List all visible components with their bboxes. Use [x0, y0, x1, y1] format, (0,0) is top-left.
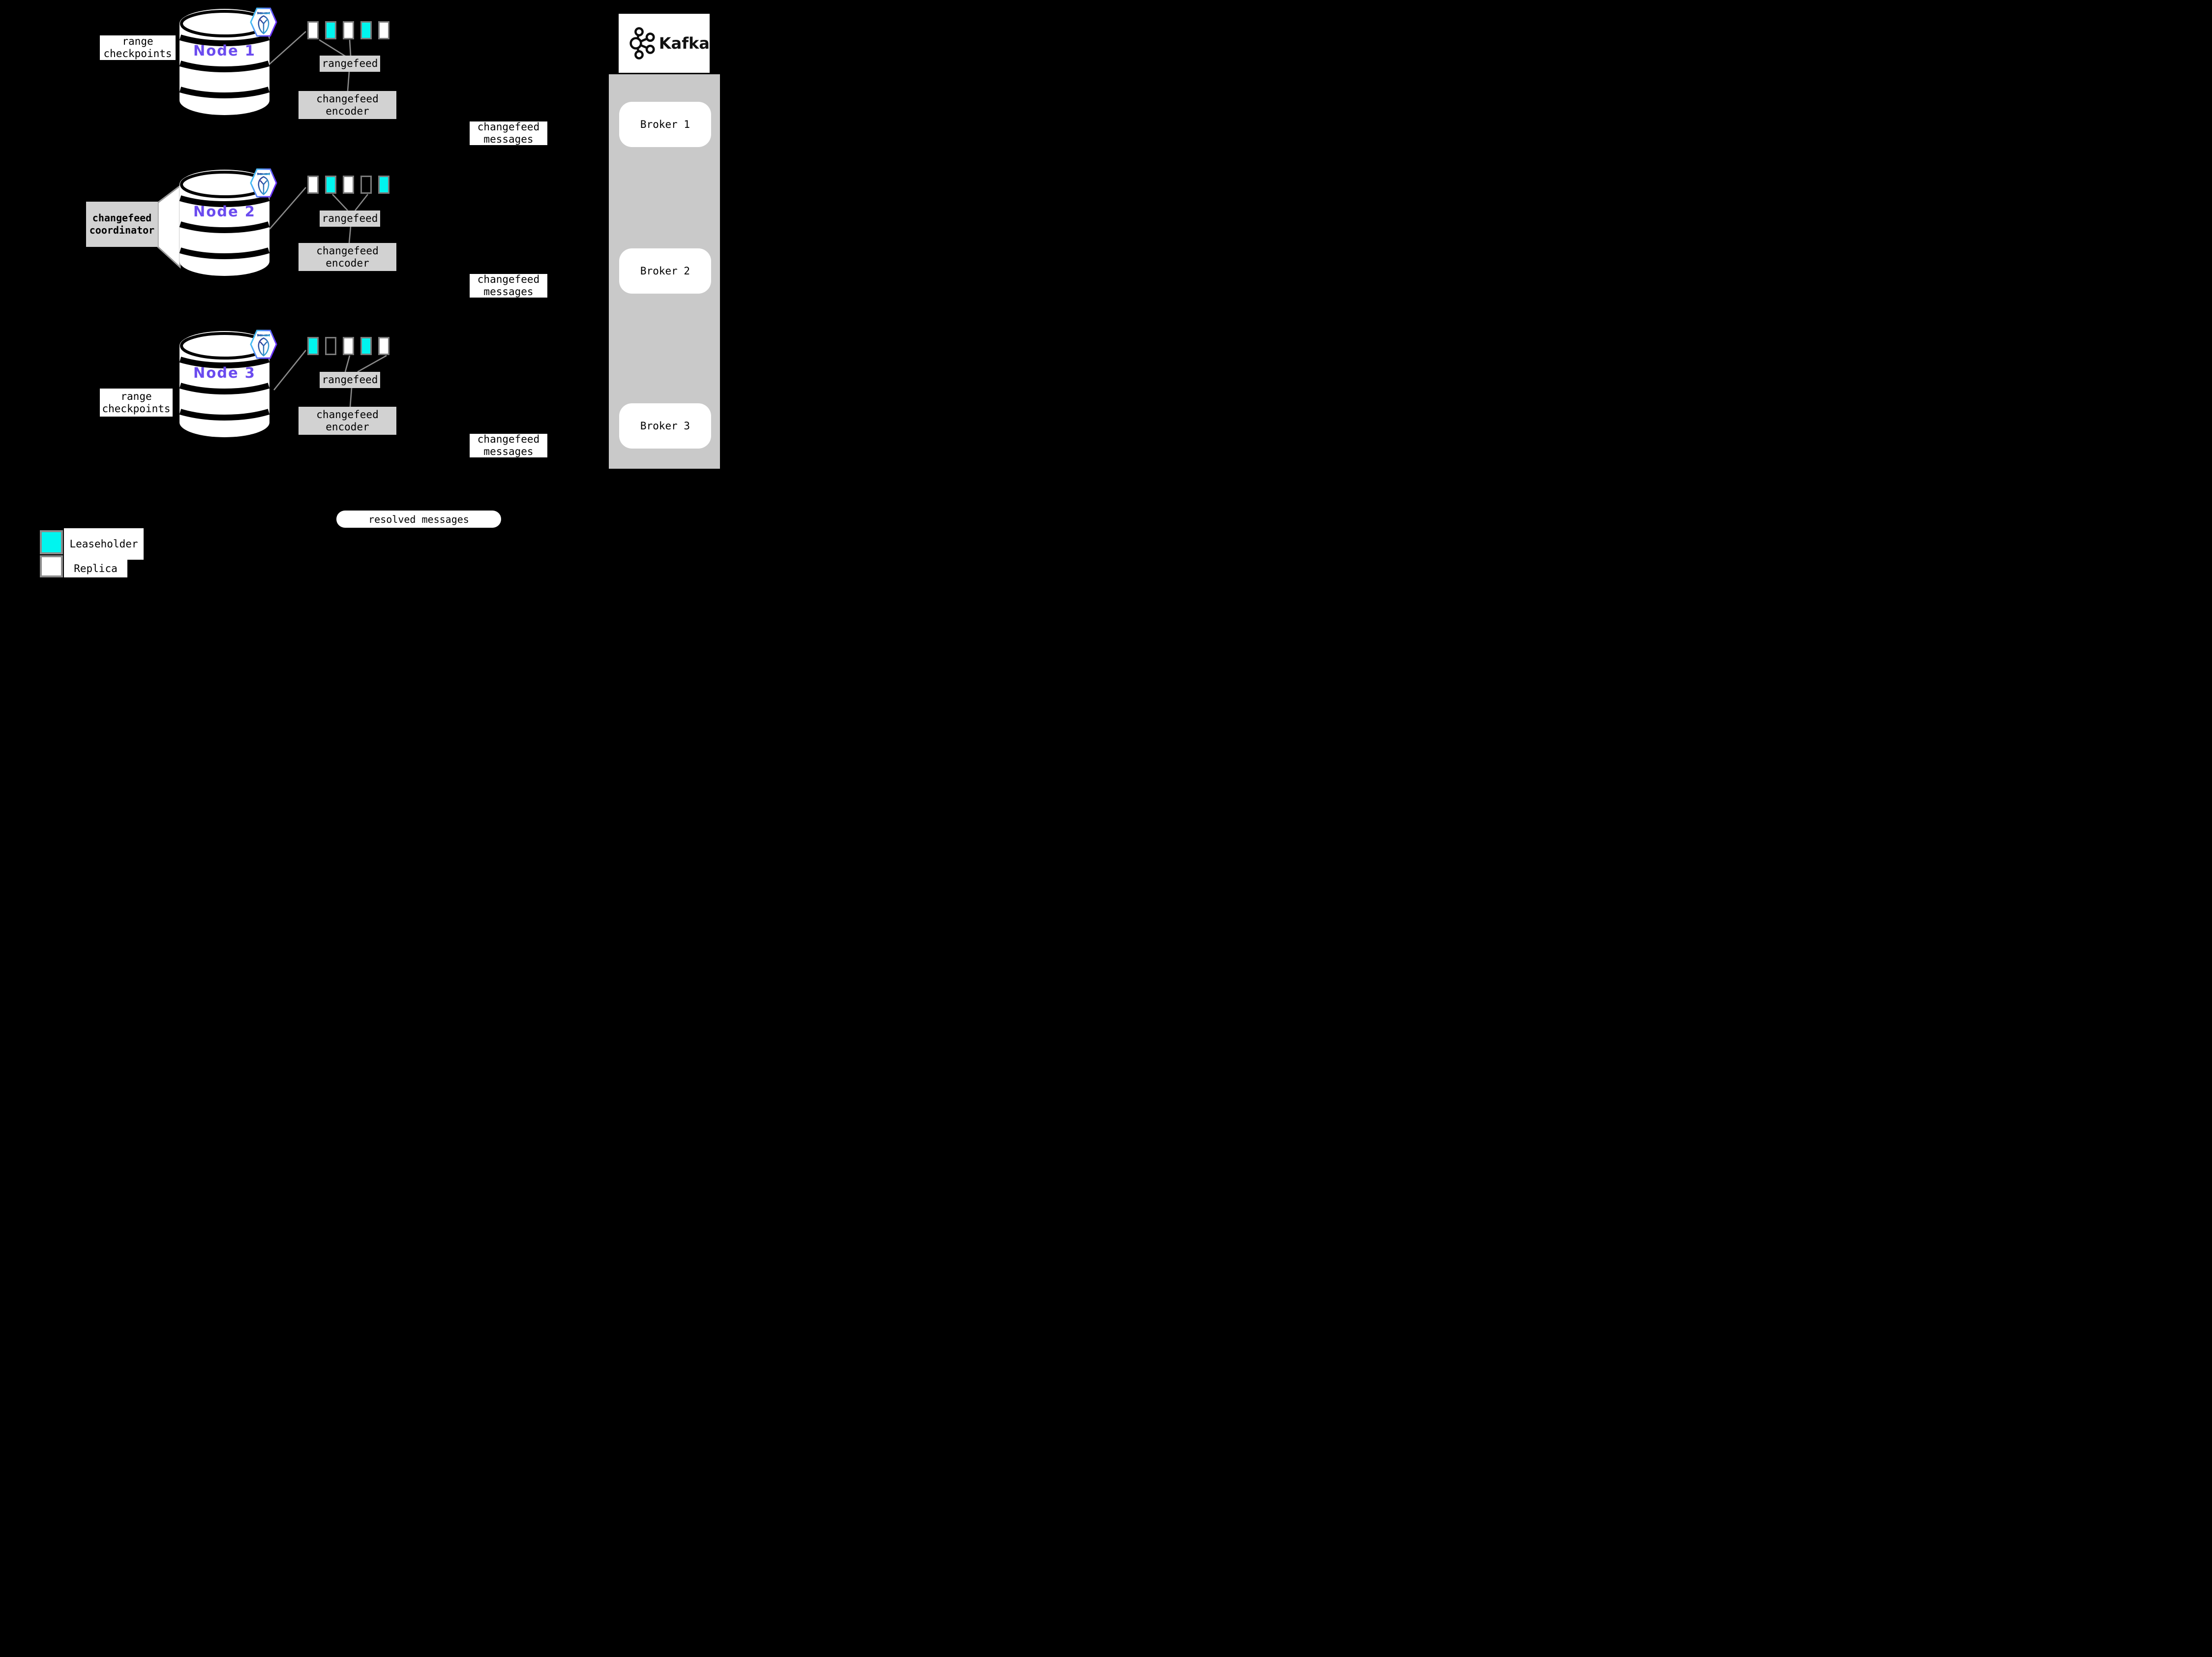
node1-rangefeed-box: rangefeed — [320, 56, 380, 72]
connector-lines — [268, 31, 387, 407]
cockroachdb-logo-icon — [250, 7, 277, 37]
range-rect-leaseholder — [325, 21, 336, 39]
node2-label: Node 2 — [193, 203, 256, 220]
range-rect-replica — [343, 337, 354, 355]
node2-rangefeed-box: rangefeed — [320, 211, 380, 227]
kafka-title: Kafka — [658, 34, 710, 53]
range-rect-replica — [307, 176, 319, 194]
changefeed-messages-label-3: changefeed messages — [470, 433, 547, 457]
range-rect-leaseholder — [360, 21, 372, 39]
range-rect-replica — [343, 176, 354, 194]
node1-label: Node 1 — [193, 42, 256, 59]
changefeed-messages-label-2: changefeed messages — [470, 273, 547, 298]
node3-changefeed-encoder-box: changefeed encoder — [299, 407, 396, 435]
range-rect-leaseholder — [378, 176, 389, 194]
changefeed-coordinator-label: changefeed coordinator — [86, 202, 158, 247]
range-checkpoints-label-node3: range checkpoints — [100, 389, 173, 417]
changefeed-messages-label-1: changefeed messages — [470, 121, 547, 145]
range-checkpoints-label-node1: range checkpoints — [100, 35, 176, 60]
database-cylinder-node2 — [179, 170, 269, 276]
cockroachdb-logo-icon — [250, 330, 277, 359]
kafka-header: Kafka — [619, 14, 710, 73]
range-rect-replica — [307, 21, 319, 39]
range-rect-replica — [378, 337, 389, 355]
coordinator-flag-shape — [157, 184, 181, 269]
node2-changefeed-encoder-box: changefeed encoder — [299, 243, 396, 271]
node3-range-row — [307, 337, 389, 355]
connector-lines-layer — [157, 31, 726, 407]
broker-1: Broker 1 — [619, 102, 711, 147]
legend-leaseholder-label: Leaseholder — [64, 528, 144, 560]
node1-range-row — [307, 21, 389, 39]
node3-label: Node 3 — [193, 364, 256, 381]
range-rect-empty — [325, 337, 336, 355]
changefeed-architecture-diagram: Node 1 Node 2 Node 3 rangefeed change — [0, 0, 771, 577]
node2-range-row — [307, 176, 389, 194]
database-cylinder-node1 — [179, 9, 269, 115]
range-rect-leaseholder — [360, 337, 372, 355]
arrowhead-icon — [717, 112, 726, 120]
range-rect-leaseholder — [325, 176, 336, 194]
kafka-logo-icon — [629, 27, 655, 60]
broker-3: Broker 3 — [619, 403, 711, 449]
database-cylinder-node3 — [179, 331, 269, 437]
resolved-messages-label: resolved messages — [336, 511, 501, 528]
range-rect-replica — [378, 21, 389, 39]
broker-2: Broker 2 — [619, 248, 711, 294]
range-rect-leaseholder — [307, 337, 319, 355]
range-rect-empty — [360, 176, 372, 194]
legend-replica-label: Replica — [64, 560, 127, 577]
range-rect-replica — [343, 21, 354, 39]
legend-leaseholder-swatch — [40, 530, 63, 554]
node3-rangefeed-box: rangefeed — [320, 372, 380, 388]
node1-changefeed-encoder-box: changefeed encoder — [299, 91, 396, 119]
cockroachdb-logo-icon — [250, 168, 277, 198]
legend-replica-swatch — [40, 555, 63, 577]
